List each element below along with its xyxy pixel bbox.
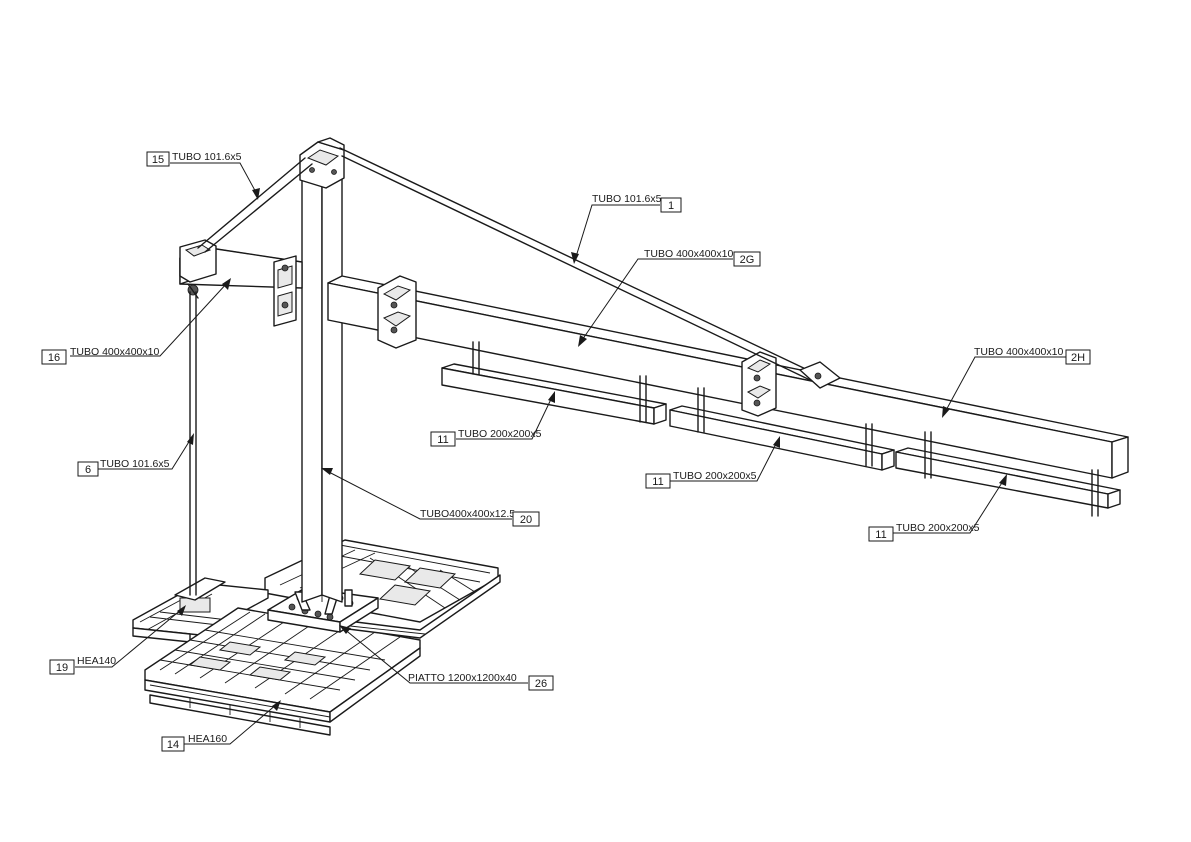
callout-15-number: 15 — [152, 154, 164, 166]
leader-lines — [70, 162, 1066, 745]
callout-19: 19 HEA140 — [49, 655, 116, 675]
callout-14-number: 14 — [167, 739, 179, 751]
boom-clamp-2 — [741, 351, 777, 417]
callout-1-number: 1 — [668, 200, 674, 212]
callout-1-text: TUBO 101.6x5 — [592, 193, 662, 205]
callout-15: 15 TUBO 101.6x5 — [146, 151, 242, 167]
main-boom — [327, 275, 1129, 479]
callout-14-text: HEA160 — [188, 733, 227, 745]
callout-2h-text: TUBO 400x400x10 — [974, 346, 1063, 358]
callout-2g: TUBO 400x400x10 2G — [644, 248, 761, 267]
callout-16-text: TUBO 400x400x10 — [70, 346, 159, 358]
callout-11b-text: TUBO 200x200x5 — [673, 470, 757, 482]
callout-20-text: TUBO400x400x12.5 — [420, 508, 515, 520]
rail-2 — [669, 387, 895, 471]
main-column — [301, 162, 343, 603]
callout-2h-number: 2H — [1071, 352, 1085, 364]
callout-2h: TUBO 400x400x10 2H — [974, 346, 1091, 365]
callout-11a-text: TUBO 200x200x5 — [458, 428, 542, 440]
boom-clamp-1 — [377, 275, 417, 349]
callout-11c-number: 11 — [875, 529, 886, 541]
callout-20-number: 20 — [520, 514, 532, 526]
column-clamps — [273, 255, 297, 327]
tie-rods — [189, 147, 841, 596]
callout-11c-text: TUBO 200x200x5 — [896, 522, 980, 534]
callout-15-text: TUBO 101.6x5 — [172, 151, 242, 163]
callout-2g-text: TUBO 400x400x10 — [644, 248, 733, 260]
callout-16: 16 TUBO 400x400x10 — [41, 346, 159, 365]
column-head — [299, 137, 345, 189]
callout-11-b: 11 TUBO 200x200x5 — [645, 470, 757, 489]
callout-26-text: PIATTO 1200x1200x40 — [408, 672, 517, 684]
callout-19-number: 19 — [56, 662, 68, 674]
callout-6-text: TUBO 101.6x5 — [100, 458, 170, 470]
callout-19-text: HEA140 — [77, 655, 116, 667]
callout-16-number: 16 — [48, 352, 60, 364]
callout-11a-number: 11 — [437, 434, 448, 446]
base-plate — [267, 587, 379, 633]
callout-1: TUBO 101.6x5 1 — [592, 193, 682, 213]
callout-6: 6 TUBO 101.6x5 — [77, 458, 170, 477]
callout-14: 14 HEA160 — [161, 733, 227, 752]
callout-11-c: 11 TUBO 200x200x5 — [868, 522, 980, 542]
callout-2g-number: 2G — [740, 254, 755, 266]
callout-26-number: 26 — [535, 678, 547, 690]
callout-11b-number: 11 — [652, 476, 663, 488]
rail-1 — [441, 341, 667, 425]
callout-20: TUBO400x400x12.5 20 — [420, 508, 540, 527]
callout-6-number: 6 — [85, 464, 91, 476]
callout-26: PIATTO 1200x1200x40 26 — [408, 672, 554, 691]
callout-11-a: 11 TUBO 200x200x5 — [430, 428, 542, 447]
